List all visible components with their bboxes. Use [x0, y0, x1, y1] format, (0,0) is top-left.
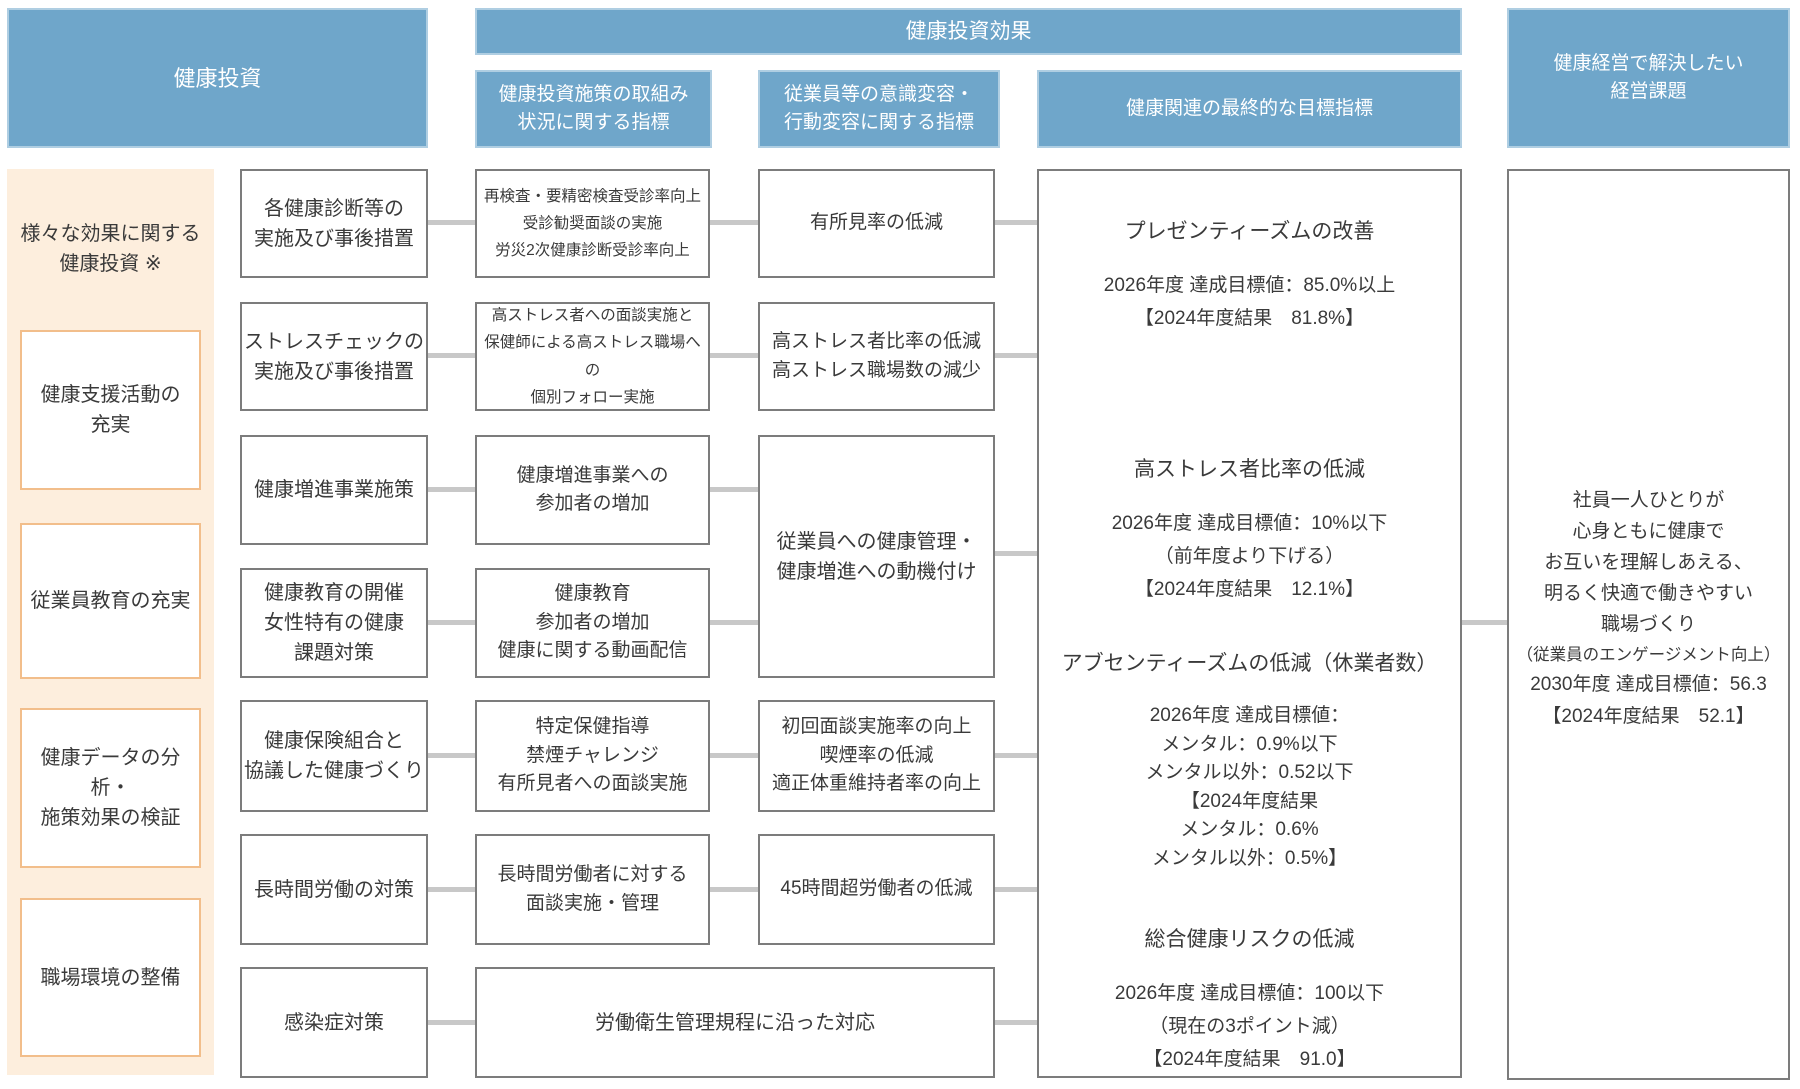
behavior-health-motivation: 従業員への健康管理・ 健康増進への動機付け — [758, 435, 995, 678]
measure-health-checkups: 各健康診断等の 実施及び事後措置 — [240, 169, 428, 278]
connector — [428, 887, 475, 892]
connector — [710, 353, 758, 358]
target-title: プレゼンティーズムの改善 — [1124, 220, 1375, 243]
header-health-investment-effect: 健康投資効果 — [475, 8, 1462, 55]
target-title: アブセンティーズムの低減（休業者数） — [1061, 652, 1438, 675]
measure-infection-control: 感染症対策 — [240, 967, 428, 1078]
investment-item-health-data-analysis: 健康データの分析・ 施策効果の検証 — [20, 708, 201, 868]
connector — [710, 220, 758, 225]
behavior-high-stress-reduction: 高ストレス者比率の低減 高ストレス職場数の減少 — [758, 302, 995, 411]
investment-item-workplace-environment: 職場環境の整備 — [20, 898, 201, 1057]
connector — [995, 1020, 1037, 1025]
indicator-high-stress-interview: 高ストレス者への面談実施と 保健師による高ストレス職場への 個別フォロー実施 — [475, 302, 710, 411]
connector — [1462, 620, 1507, 625]
connector — [428, 220, 475, 225]
connector — [995, 353, 1037, 358]
management-goal-text: 社員一人ひとりが 心身ともに健康で お互いを理解しあえる、 明るく快適で働きやす… — [1509, 486, 1788, 733]
connector — [428, 753, 475, 758]
connector — [710, 620, 758, 625]
target-high-stress-ratio: 高ストレス者比率の低減 2026年度 達成目標値：10%以下 （前年度より下げる… — [1039, 437, 1460, 624]
behavior-first-interview-rate: 初回面談実施率の向上 喫煙率の低減 適正体重維持者率の向上 — [758, 700, 995, 812]
subheader-final-target-indicators: 健康関連の最終的な目標指標 — [1037, 70, 1462, 148]
header-health-investment: 健康投資 — [7, 8, 428, 148]
management-goal-box: 社員一人ひとりが 心身ともに健康で お互いを理解しあえる、 明るく快適で働きやす… — [1507, 169, 1790, 1080]
indicator-reexamination-rate: 再検査・要精密検査受診率向上 受診勧奨面談の実施 労災2次健康診断受診率向上 — [475, 169, 710, 278]
target-title: 総合健康リスクの低減 — [1144, 928, 1355, 951]
target-detail: 2026年度 達成目標値： メンタル：0.9%以下 メンタル以外：0.52以下 … — [1145, 705, 1354, 869]
measure-stress-check: ストレスチェックの 実施及び事後措置 — [240, 302, 428, 411]
connector — [428, 620, 475, 625]
target-absenteeism: アブセンティーズムの低減（休業者数） 2026年度 達成目標値： メンタル：0.… — [1039, 631, 1460, 891]
goal-main-statement: 社員一人ひとりが 心身ともに健康で お互いを理解しあえる、 明るく快適で働きやす… — [1543, 490, 1753, 635]
connector — [995, 551, 1037, 556]
indicator-overtime-interview: 長時間労働者に対する 面談実施・管理 — [475, 834, 710, 945]
indicator-education-participation: 健康教育 参加者の増加 健康に関する動画配信 — [475, 568, 710, 678]
investment-item-employee-education: 従業員教育の充実 — [20, 523, 201, 679]
measure-health-education: 健康教育の開催 女性特有の健康 課題対策 — [240, 568, 428, 678]
goal-target-values: 2030年度 達成目標値：56.3 【2024年度結果 52.1】 — [1530, 673, 1767, 728]
measure-health-insurance-collab: 健康保険組合と 協議した健康づくり — [240, 700, 428, 812]
behavior-findings-rate-reduction: 有所見率の低減 — [758, 169, 995, 278]
connector — [428, 1020, 475, 1025]
final-targets-box: プレゼンティーズムの改善 2026年度 達成目標値：85.0%以上 【2024年… — [1037, 169, 1462, 1078]
connector — [710, 887, 758, 892]
goal-engagement-note: （従業員のエンゲージメント向上） — [1516, 645, 1781, 664]
indicator-specific-health-guidance: 特定保健指導 禁煙チャレンジ 有所見者への面談実施 — [475, 700, 710, 812]
connector — [710, 487, 758, 492]
indicator-program-participation: 健康増進事業への 参加者の増加 — [475, 435, 710, 545]
connector — [995, 220, 1037, 225]
target-detail: 2026年度 達成目標値：100以下 （現在の3ポイント減） 【2024年度結果… — [1114, 983, 1385, 1070]
target-detail: 2026年度 達成目標値：85.0%以上 【2024年度結果 81.8%】 — [1103, 275, 1396, 330]
indicator-occupational-hygiene-rules: 労働衛生管理規程に沿った対応 — [475, 967, 995, 1078]
connector — [995, 887, 1037, 892]
header-management-issue: 健康経営で解決したい 経営課題 — [1507, 8, 1790, 148]
behavior-overtime-reduction: 45時間超労働者の低減 — [758, 834, 995, 945]
connector — [710, 753, 758, 758]
measure-long-working-hours: 長時間労働の対策 — [240, 834, 428, 945]
target-title: 高ストレス者比率の低減 — [1134, 458, 1365, 481]
investment-item-health-support: 健康支援活動の 充実 — [20, 330, 201, 490]
connector — [428, 487, 475, 492]
subheader-behavior-indicators: 従業員等の意識変容・ 行動変容に関する指標 — [758, 70, 1000, 148]
measure-health-promotion-program: 健康増進事業施策 — [240, 435, 428, 545]
target-detail: 2026年度 達成目標値：10%以下 （前年度より下げる） 【2024年度結果 … — [1111, 513, 1388, 600]
target-overall-health-risk: 総合健康リスクの低減 2026年度 達成目標値：100以下 （現在の3ポイント減… — [1039, 907, 1460, 1089]
target-presenteeism: プレゼンティーズムの改善 2026年度 達成目標値：85.0%以上 【2024年… — [1039, 199, 1460, 354]
panel-title: 様々な効果に関する 健康投資 ※ — [20, 223, 201, 275]
subheader-initiative-indicators: 健康投資施策の取組み 状況に関する指標 — [475, 70, 712, 148]
connector — [428, 353, 475, 358]
connector — [995, 753, 1037, 758]
